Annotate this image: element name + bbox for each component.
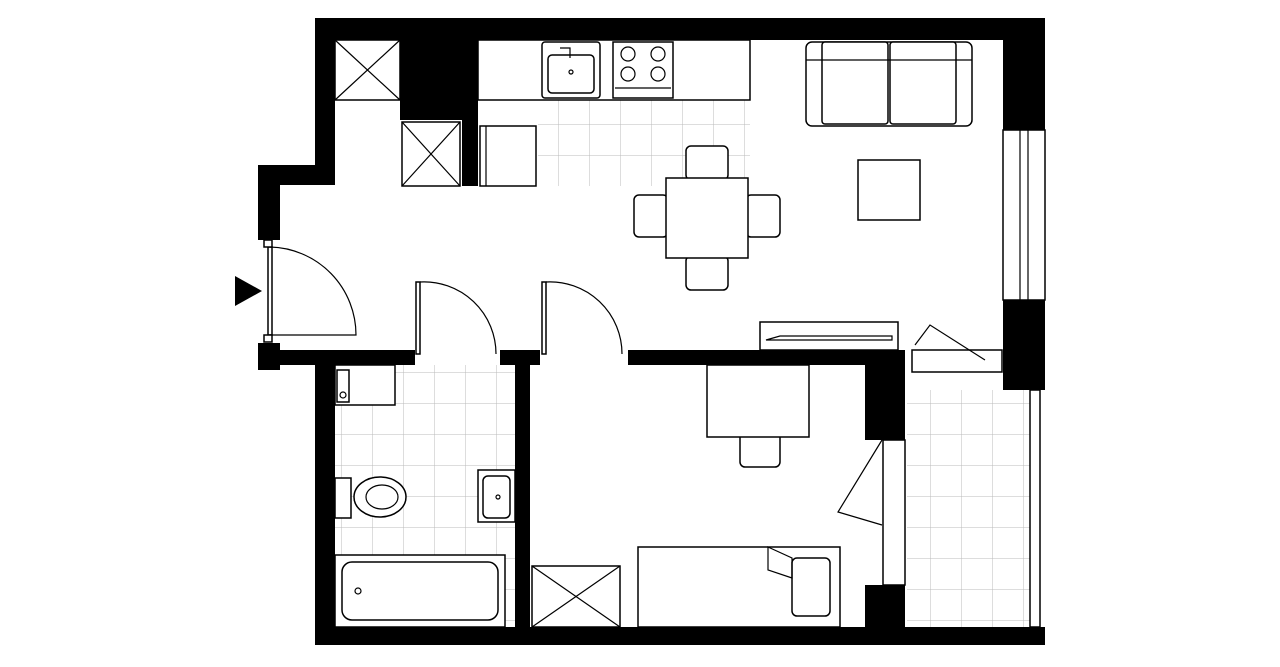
wardrobe-icon bbox=[334, 39, 461, 187]
desk-icon bbox=[706, 364, 810, 468]
wardrobe-icon bbox=[531, 565, 621, 628]
balcony-rail bbox=[1029, 389, 1041, 628]
balcony-door bbox=[911, 324, 1003, 373]
stove-icon bbox=[612, 41, 674, 99]
bedroom-balcony-door bbox=[837, 439, 883, 526]
kitchen-sink-icon bbox=[541, 41, 601, 99]
entrance-arrow-icon bbox=[235, 276, 262, 306]
sofa-icon bbox=[805, 41, 973, 127]
fridge-icon bbox=[479, 125, 537, 187]
washbasin-icon bbox=[477, 469, 516, 523]
coffee-table-icon bbox=[857, 159, 921, 221]
tv-stand-icon bbox=[759, 321, 899, 351]
washing-machine-icon bbox=[334, 364, 396, 406]
dining-table-icon bbox=[633, 145, 781, 291]
window-living bbox=[1002, 129, 1046, 301]
bed-icon bbox=[637, 546, 841, 628]
bathtub-icon bbox=[334, 554, 506, 628]
entrance-door bbox=[263, 239, 357, 343]
walls bbox=[258, 18, 1045, 645]
toilet-icon bbox=[334, 476, 407, 519]
bathroom-door bbox=[415, 281, 497, 355]
window-bedroom bbox=[882, 439, 906, 586]
bedroom-door bbox=[541, 281, 623, 355]
balcony-tiles bbox=[907, 390, 1030, 627]
